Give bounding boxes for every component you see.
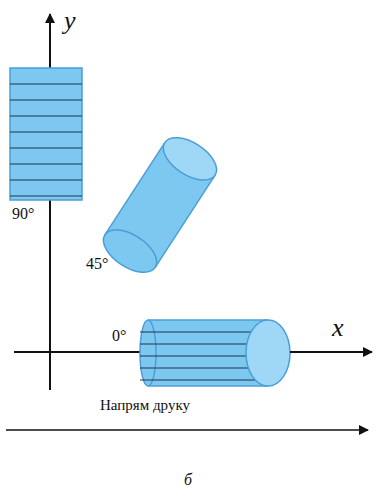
layer-line	[140, 332, 268, 333]
layer-line	[10, 116, 82, 117]
axis-label: x	[332, 315, 344, 341]
layer-line	[90, 225, 230, 226]
direction-label: Напрям друку	[100, 398, 190, 413]
cylinder-90	[10, 68, 82, 200]
layer-line	[10, 196, 82, 197]
angle-label: 0°	[112, 328, 126, 344]
cylinder-0	[140, 320, 320, 386]
angle-label: 90°	[12, 206, 34, 222]
layer-line	[90, 210, 230, 211]
layer-line	[10, 100, 82, 101]
angle-label: 45°	[86, 256, 108, 272]
layer-line	[90, 255, 230, 256]
axis-label: y	[64, 8, 76, 34]
layer-line	[10, 84, 82, 85]
layer-line	[140, 380, 268, 381]
layer-line	[10, 180, 82, 181]
layer-line	[10, 164, 82, 165]
layer-line	[90, 150, 230, 151]
cylinder-45	[90, 129, 230, 281]
layer-line	[90, 270, 230, 271]
figure-letter: б	[184, 472, 192, 488]
layer-line	[10, 132, 82, 133]
direction-arrow	[6, 429, 368, 431]
layer-line	[90, 195, 230, 196]
layer-line	[10, 148, 82, 149]
layer-line	[90, 240, 230, 241]
